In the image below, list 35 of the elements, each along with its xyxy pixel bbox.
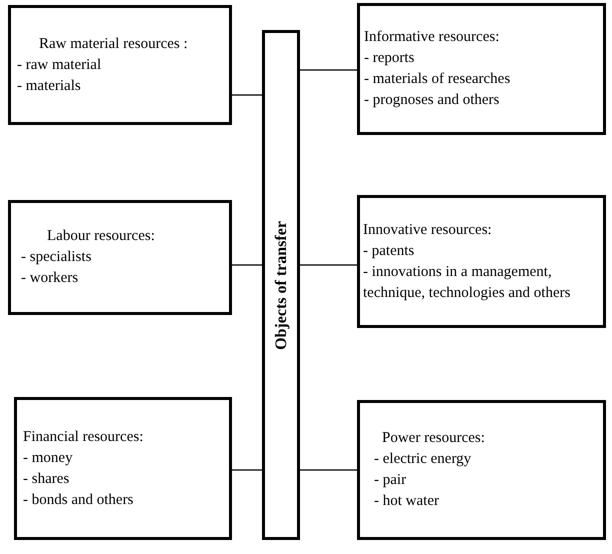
resource-box [14,397,232,540]
list-item: - prognoses and others [364,91,500,110]
list-item: - reports [364,49,416,68]
connector-line [232,94,262,96]
list-item: - bonds and others [23,490,134,510]
box-heading: Labour resources: [46,227,156,246]
box-heading: Informative resources: [364,28,500,47]
list-item: - materials of researches [364,70,512,89]
list-item: - workers [21,269,80,288]
connector-line [232,469,262,471]
list-item: - money [23,448,74,468]
list-item: - pair [374,471,408,490]
list-item: - shares [23,470,70,488]
resource-box [357,195,606,328]
list-item: - materials [17,76,82,96]
list-item: - electric energy [374,450,472,469]
central-label: Objects of transfer [272,220,290,350]
box-heading: Power resources: [381,429,486,448]
resource-box [357,400,606,540]
list-item: - innovations in a management, technique, technologies and others [363,262,572,302]
resource-box [357,3,606,135]
connector-line [300,469,357,471]
box-heading: Financial resources: [23,428,144,446]
list-item: - patents [363,242,416,260]
box-heading: Innovative resources: [363,220,493,240]
connector-line [300,69,357,71]
list-item: - hot water [374,492,440,511]
list-item: - specialists [21,248,92,267]
connector-line [300,264,357,266]
resource-box [8,5,232,125]
box-heading: Raw material resources : [38,34,189,54]
connector-line [232,264,262,266]
list-item: - raw material [17,56,102,74]
central-box [262,30,300,540]
resource-box [8,200,232,315]
